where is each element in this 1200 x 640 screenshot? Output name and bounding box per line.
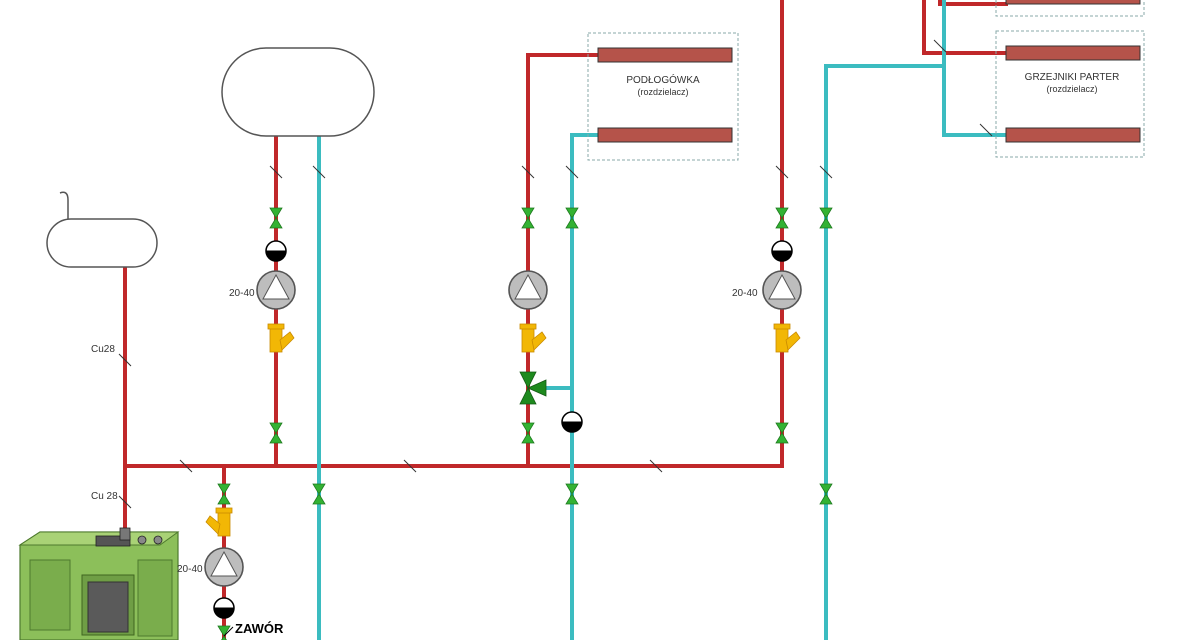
- valve-branch2-bottom: [521, 422, 535, 444]
- check-valve-boiler: [213, 597, 235, 619]
- underfloor-return-bar: [597, 127, 733, 143]
- valve-return2-bottom: [565, 483, 579, 505]
- expansion-tank: [221, 47, 375, 137]
- filter-boiler: [205, 507, 233, 537]
- valve-branch1-bottom: [269, 422, 283, 444]
- underfloor-manifold: PODŁOGÓWKA (rozdzielacz): [587, 32, 739, 161]
- radiators-title: GRZEJNIKI PARTER: [1025, 72, 1120, 83]
- filter-branch1: [267, 323, 295, 353]
- valve-branch3-bottom: [775, 422, 789, 444]
- mixing-valve: [519, 371, 547, 405]
- valve-return2-top: [565, 207, 579, 229]
- filter-branch2: [519, 323, 547, 353]
- pump-label-branch3: 20-40: [732, 288, 758, 299]
- valve-label: ZAWÓR: [235, 621, 284, 636]
- boiler: [18, 527, 180, 640]
- pump-branch2: [508, 270, 548, 310]
- valve-boiler-bottom: [217, 625, 231, 640]
- valve-return3-top: [819, 207, 833, 229]
- valve-label-leader: [223, 626, 234, 637]
- pump-branch1: [256, 270, 296, 310]
- pump-label-branch1: 20-40: [229, 288, 255, 299]
- valve-return3-bottom: [819, 483, 833, 505]
- return-pipes: [317, 0, 1008, 640]
- small-tank: [46, 191, 158, 268]
- valve-branch1-top: [269, 207, 283, 229]
- radiators-manifold: GRZEJNIKI PARTER (rozdzielacz): [995, 0, 1145, 158]
- valve-branch2-top: [521, 207, 535, 229]
- pipe-ticks: [118, 39, 993, 509]
- pump-branch3: [762, 270, 802, 310]
- check-valve-return2: [561, 411, 583, 433]
- underfloor-title: PODŁOGÓWKA: [626, 73, 700, 86]
- underfloor-supply-bar: [597, 47, 733, 63]
- valve-boiler-branch: [217, 483, 231, 505]
- radiators-subtitle: (rozdzielacz): [1046, 84, 1097, 94]
- valve-branch3-top: [775, 207, 789, 229]
- pipe-label-cu28-vertical: Cu28: [91, 344, 115, 355]
- pump-label-boiler: 20-40: [177, 564, 203, 575]
- valve-return1: [312, 483, 326, 505]
- pipe-label-cu28-boiler: Cu 28: [91, 491, 118, 502]
- radiators-return-bar: [1005, 127, 1141, 143]
- check-valve-branch1: [265, 240, 287, 262]
- pump-boiler: [204, 547, 244, 587]
- filter-branch3: [773, 323, 801, 353]
- radiators-supply-bar: [1005, 45, 1141, 61]
- underfloor-subtitle: (rozdzielacz): [637, 87, 688, 97]
- check-valve-branch3: [771, 240, 793, 262]
